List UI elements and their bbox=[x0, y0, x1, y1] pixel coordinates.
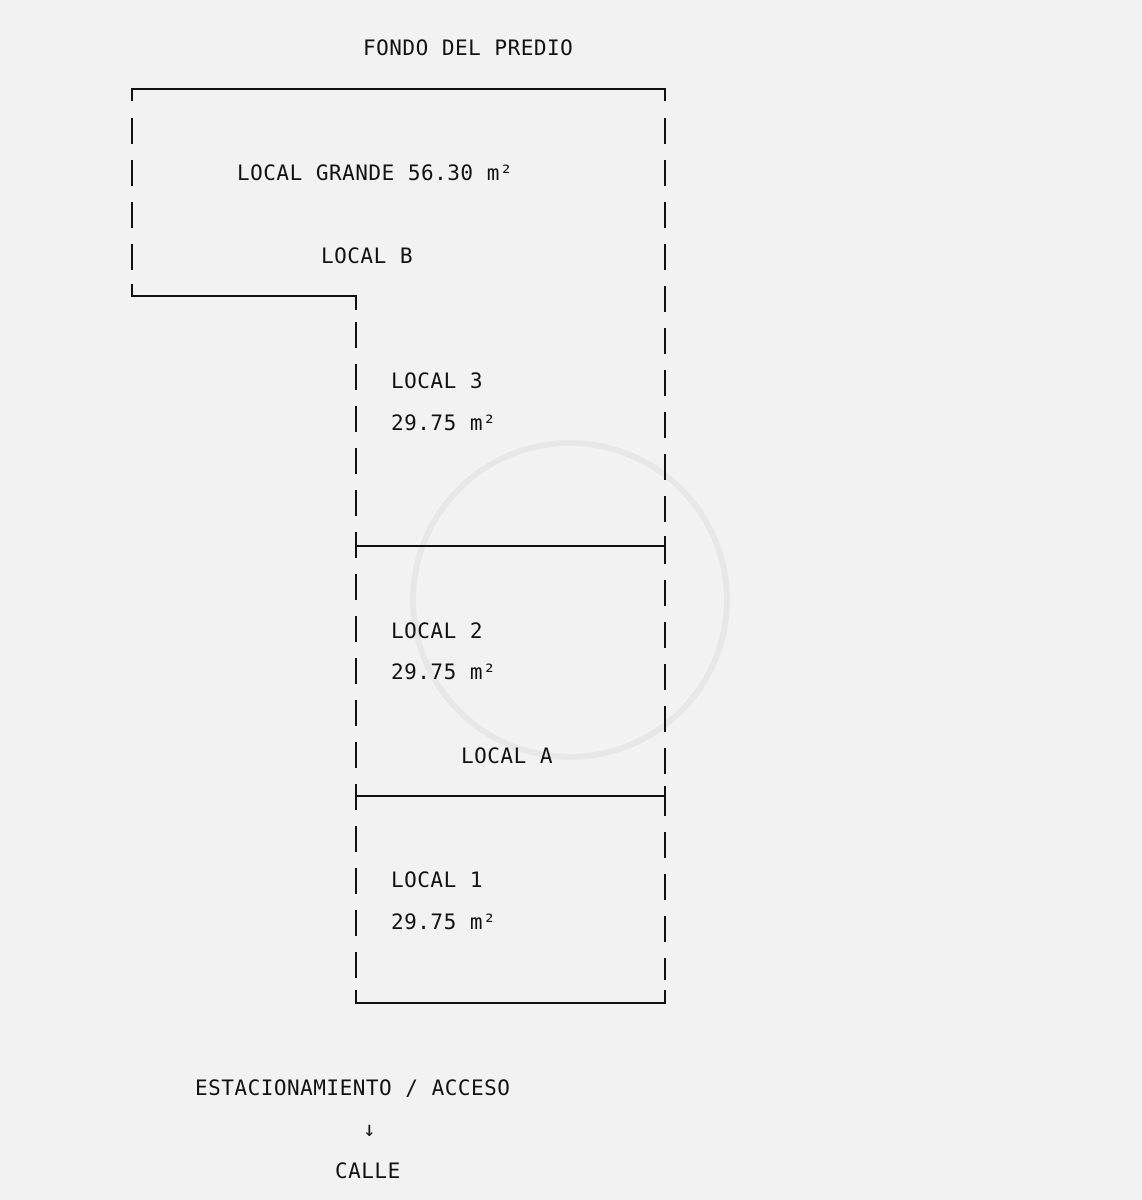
wall-bottom bbox=[355, 990, 666, 1004]
local-grande-label: LOCAL GRANDE 56.30 m² bbox=[237, 161, 514, 185]
local-2-area: 29.75 m² bbox=[391, 660, 497, 684]
local-a-label: LOCAL A bbox=[461, 744, 554, 768]
local-2-label: LOCAL 2 bbox=[391, 619, 484, 643]
local-3-area: 29.75 m² bbox=[391, 411, 497, 435]
watermark-logo bbox=[410, 440, 730, 760]
local-1-label: LOCAL 1 bbox=[391, 868, 484, 892]
access-label: ESTACIONAMIENTO / ACCESO bbox=[195, 1076, 511, 1100]
down-arrow-icon: ↓ bbox=[363, 1117, 377, 1141]
local-1-area: 29.75 m² bbox=[391, 910, 497, 934]
wall-top bbox=[131, 88, 666, 101]
local-b-label: LOCAL B bbox=[321, 244, 414, 268]
local-3-label: LOCAL 3 bbox=[391, 369, 484, 393]
plan-title: FONDO DEL PREDIO bbox=[363, 36, 574, 60]
street-label: CALLE bbox=[335, 1159, 401, 1183]
wall-step bbox=[131, 284, 357, 310]
